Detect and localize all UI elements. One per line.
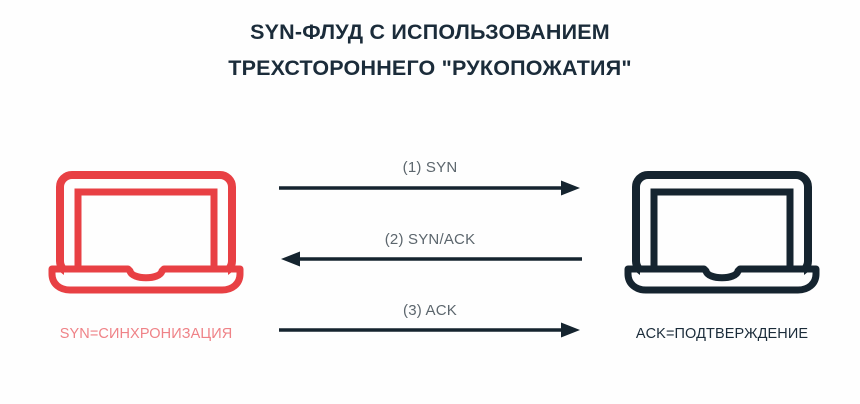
laptop-icon [46,170,246,295]
client-node [46,170,246,295]
client-caption: SYN=СИНХРОНИЗАЦИЯ [59,326,233,342]
server-caption: ACK=ПОДТВЕРЖДЕНИЕ [635,326,809,342]
laptop-icon [622,170,822,295]
server-node [622,170,822,295]
arrow-step-1 [279,180,580,196]
arrow-step-3 [279,322,580,338]
arrow-step-2 [281,251,582,267]
arrow-label-step-1: (1) SYN [402,159,458,176]
arrow-label-step-2: (2) SYN/ACK [384,231,476,248]
arrow-label-step-3: (3) ACK [403,302,457,319]
page-title: SYN-ФЛУД С ИСПОЛЬЗОВАНИЕМ ТРЕХСТОРОННЕГО… [228,20,632,80]
